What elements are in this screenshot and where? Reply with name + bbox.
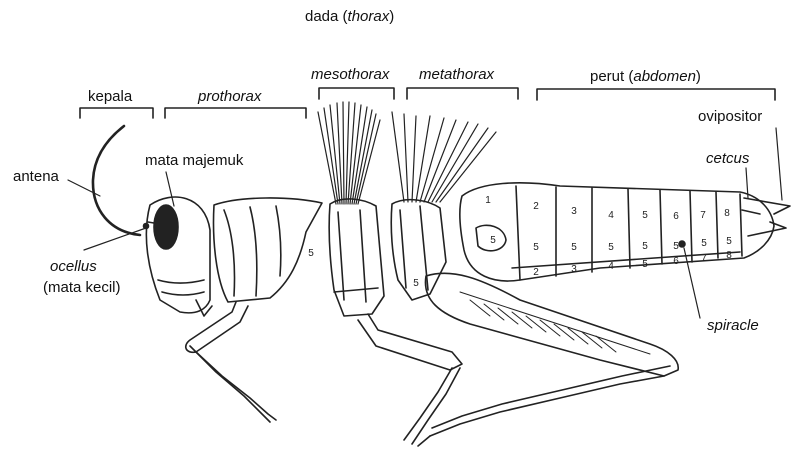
tergite-6: 6 bbox=[673, 211, 679, 222]
bracket-metathorax bbox=[407, 88, 518, 99]
sternite-2: 2 bbox=[533, 267, 539, 278]
leader-ocellus bbox=[84, 228, 146, 250]
forewing-fan bbox=[318, 102, 380, 204]
thorax-mark-pro: 5 bbox=[308, 248, 314, 259]
sternite-5: 5 bbox=[642, 259, 648, 270]
bracket-mesothorax bbox=[319, 88, 394, 99]
leader-antena bbox=[68, 180, 100, 196]
mesothorax-body bbox=[329, 199, 384, 316]
ovipositor-part bbox=[742, 198, 790, 236]
spiracle-dot bbox=[679, 241, 685, 247]
spiracle-mark-6: 5 bbox=[673, 241, 679, 252]
leader-mata-majemuk bbox=[166, 172, 174, 206]
antenna bbox=[93, 126, 140, 235]
spiracle-mark-4: 5 bbox=[608, 242, 614, 253]
tergite-2: 2 bbox=[533, 201, 539, 212]
tergite-4: 4 bbox=[608, 210, 614, 221]
tergite-8: 8 bbox=[724, 208, 730, 219]
tergite-7: 7 bbox=[700, 210, 706, 221]
spiracle-mark-7: 5 bbox=[701, 238, 707, 249]
sternite-8: 8 bbox=[726, 250, 732, 261]
spiracle-mark-3: 5 bbox=[571, 242, 577, 253]
head bbox=[144, 197, 213, 316]
tergite-3: 3 bbox=[571, 206, 577, 217]
tergite-5: 5 bbox=[642, 210, 648, 221]
thorax-mark-meta: 5 bbox=[413, 278, 419, 289]
bracket-prothorax bbox=[165, 108, 306, 118]
hind-leg bbox=[418, 273, 678, 446]
sternite-4: 4 bbox=[608, 261, 614, 272]
spiracle-mark-2: 5 bbox=[533, 242, 539, 253]
abdomen-body bbox=[460, 183, 774, 281]
spiracle-mark-1: 5 bbox=[490, 235, 496, 246]
pronotum bbox=[214, 198, 322, 302]
tergite-1: 1 bbox=[485, 195, 491, 206]
spiracle-mark-5: 5 bbox=[642, 241, 648, 252]
sternite-3: 3 bbox=[571, 264, 577, 275]
middle-leg bbox=[358, 314, 462, 444]
hindwing-fan bbox=[392, 112, 496, 202]
bracket-kepala bbox=[80, 108, 153, 118]
front-leg bbox=[186, 302, 276, 422]
spiracle-mark-8: 5 bbox=[726, 236, 732, 247]
leader-ovipositor bbox=[776, 128, 782, 200]
sternite-6: 6 bbox=[673, 256, 679, 267]
sternite-7: 7 bbox=[701, 253, 707, 264]
compound-eye bbox=[154, 205, 178, 249]
bracket-abdomen bbox=[537, 89, 775, 100]
